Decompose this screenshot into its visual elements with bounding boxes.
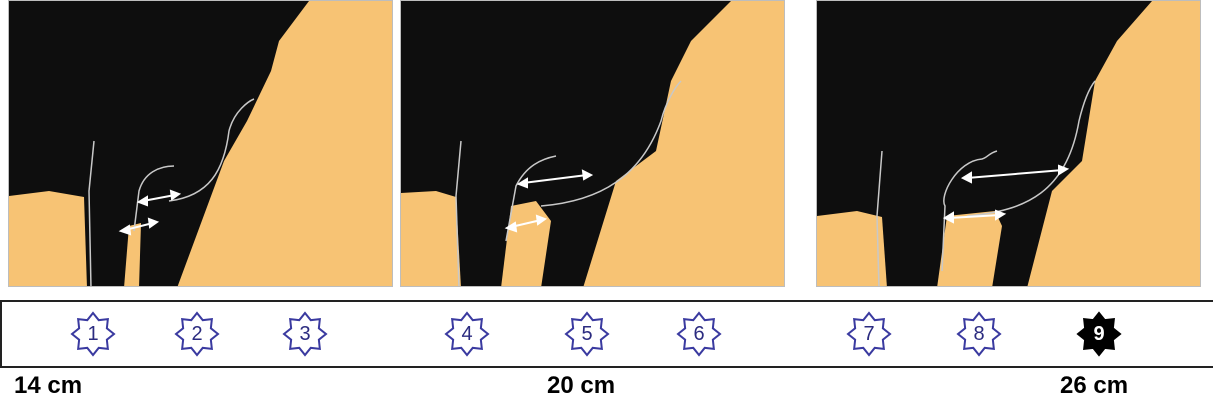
score-number: 8 <box>956 311 1002 357</box>
score-number: 7 <box>846 311 892 357</box>
score-star-4: 4 <box>444 311 490 357</box>
score-number: 1 <box>70 311 116 357</box>
score-star-8: 8 <box>956 311 1002 357</box>
width-label-narrow: 14 cm <box>14 372 82 400</box>
rear-width-panel-3 <box>816 0 1201 287</box>
width-label-medium: 20 cm <box>547 372 615 400</box>
score-star-7: 7 <box>846 311 892 357</box>
score-star-3: 3 <box>282 311 328 357</box>
rear-width-panel-2 <box>400 0 785 287</box>
score-number: 5 <box>564 311 610 357</box>
score-number: 4 <box>444 311 490 357</box>
score-number: 2 <box>174 311 220 357</box>
score-star-6: 6 <box>676 311 722 357</box>
score-number: 9 <box>1076 311 1122 357</box>
score-number: 3 <box>282 311 328 357</box>
score-star-9: 9 <box>1076 311 1122 357</box>
score-star-2: 2 <box>174 311 220 357</box>
score-number: 6 <box>676 311 722 357</box>
rear-width-panel-1 <box>8 0 393 287</box>
score-star-1: 1 <box>70 311 116 357</box>
width-label-wide: 26 cm <box>1060 372 1128 400</box>
score-star-5: 5 <box>564 311 610 357</box>
